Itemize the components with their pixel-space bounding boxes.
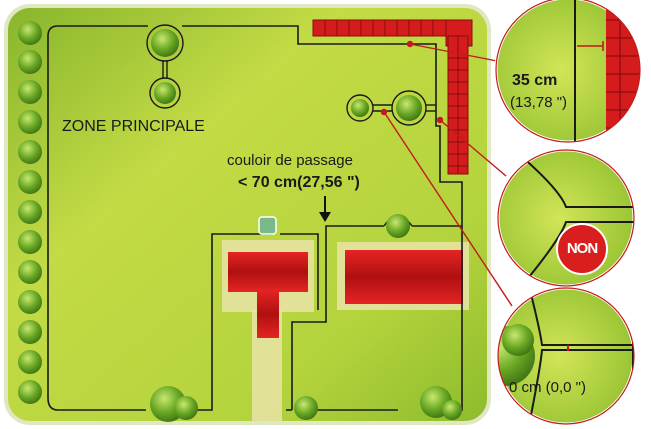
magnifier-2 xyxy=(496,148,636,288)
non-badge-label: NON xyxy=(566,240,598,257)
lawn xyxy=(4,4,491,425)
garden-trees xyxy=(150,29,462,422)
magnifier-3 xyxy=(496,286,636,426)
marker-square xyxy=(258,216,277,235)
boundary-wire xyxy=(47,25,463,411)
magnifier-1-value-cm: 35 cm xyxy=(512,72,558,89)
corridor-label: couloir de passage xyxy=(227,152,353,169)
corridor-value: < 70 cm(27,56 ") xyxy=(238,174,360,191)
tree-wire-loops xyxy=(146,24,436,227)
house-left xyxy=(228,252,308,292)
hedge-left xyxy=(18,21,42,404)
non-badge xyxy=(556,223,608,275)
house-right xyxy=(345,250,463,304)
zone-label: ZONE PRINCIPALE xyxy=(62,118,205,135)
house-left-annex xyxy=(257,290,279,338)
leader-lines xyxy=(380,40,513,307)
magnifier-1-value-in: (13,78 ") xyxy=(510,94,568,111)
magnifier-1 xyxy=(494,0,642,144)
magnifier-3-value: 0 cm (0,0 ") xyxy=(509,379,587,396)
corridor-arrow-icon xyxy=(319,196,331,222)
